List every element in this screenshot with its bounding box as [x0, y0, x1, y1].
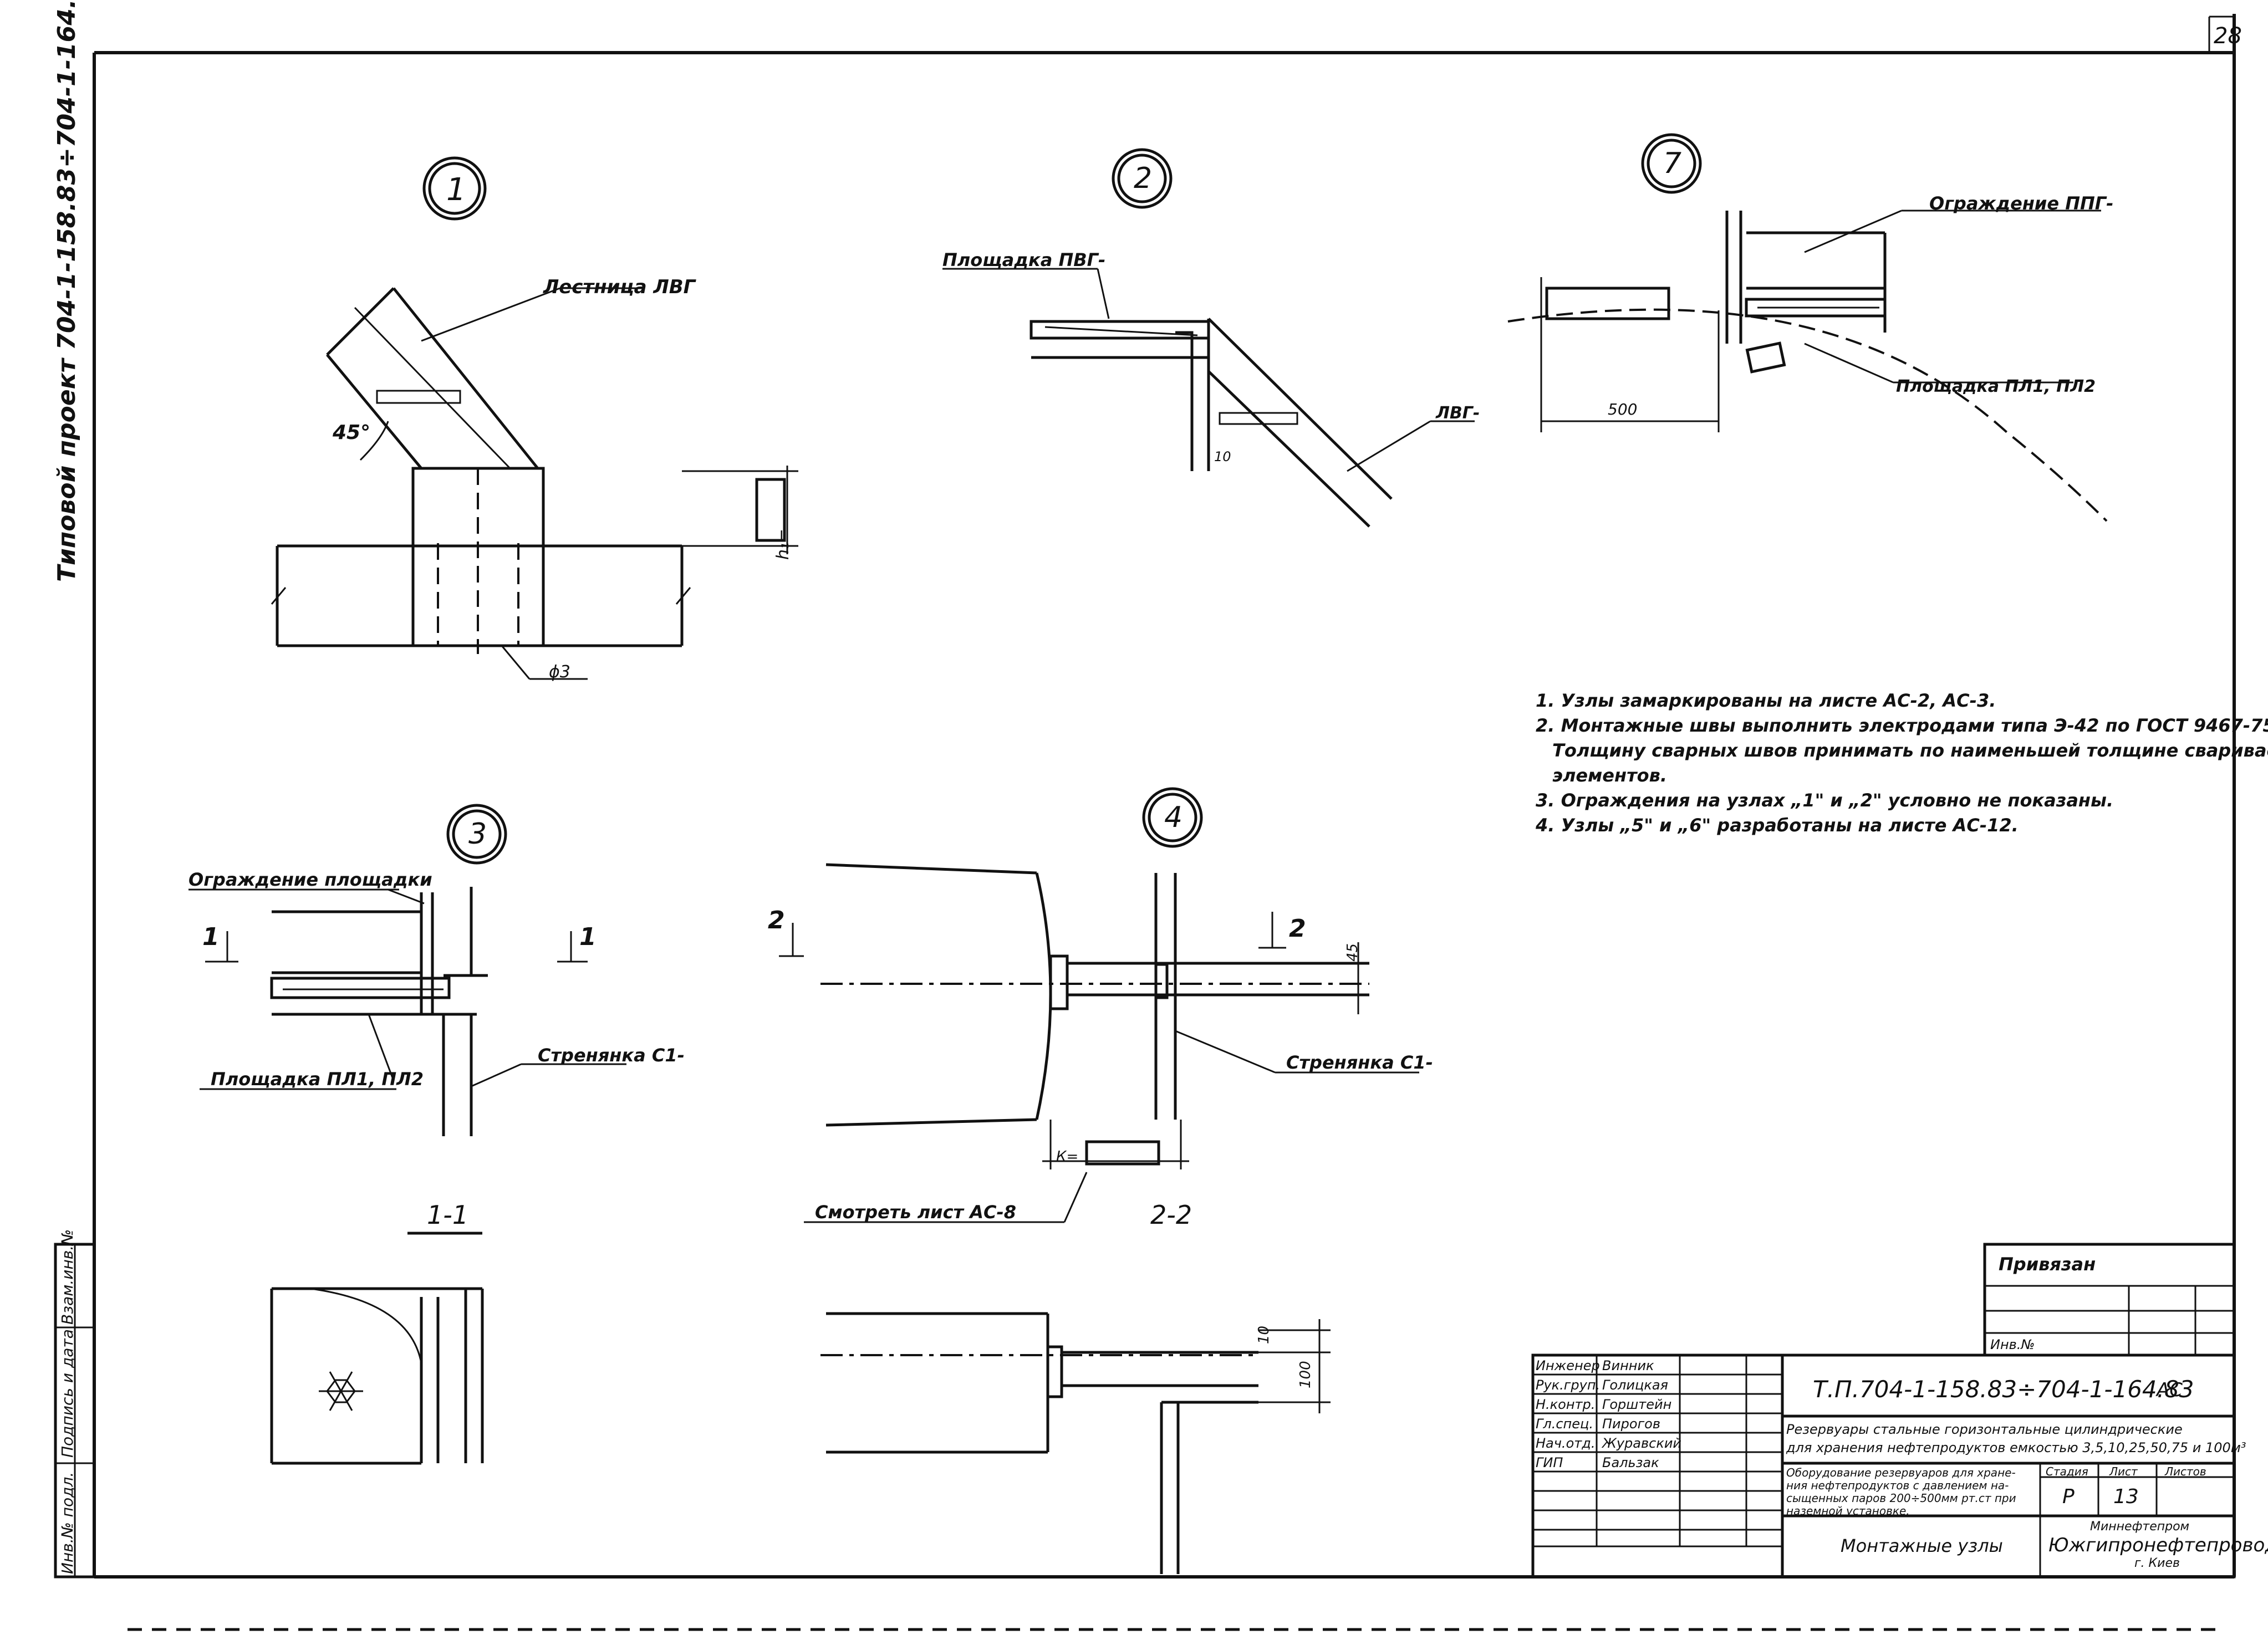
detail-4-number: 4 — [1164, 801, 1183, 834]
tb-stage: Р — [2062, 1485, 2075, 1508]
section-2-2 — [820, 1312, 1331, 1574]
detail-3-number: 3 — [468, 818, 487, 851]
section-1-1 — [270, 1232, 484, 1465]
detail-2-dim: 10 — [1214, 449, 1231, 464]
detail-3-platform-label: Площадка ПЛ1, ПЛ2 — [211, 1069, 424, 1090]
detail-4-cut-b: 2 — [1289, 915, 1306, 943]
tb-role-2: Рук.груп. — [1536, 1377, 1601, 1393]
detail-7-number: 7 — [1663, 147, 1682, 180]
tb-sheet-header: Лист — [2109, 1465, 2138, 1478]
detail-2 — [942, 148, 1475, 528]
section-2-2-dim-a: 10 — [1256, 1325, 1272, 1344]
tb-sheet: 13 — [2113, 1485, 2139, 1508]
tb-subject-2: ния нефтепродуктов с давлением на- — [1786, 1479, 2009, 1492]
detail-4-k-label: К= — [1056, 1148, 1079, 1165]
tb-privyazan: Привязан — [1999, 1254, 2096, 1275]
detail-3-stringer-label: Стренянка С1- — [538, 1045, 685, 1066]
detail-4-dim: 45 — [1344, 943, 1361, 962]
detail-4-stringer-label: Стренянка С1- — [1286, 1052, 1433, 1073]
detail-1-angle: 45° — [333, 421, 371, 444]
detail-4-see-label: Смотреть лист АС-8 — [815, 1202, 1017, 1223]
tb-object-title-1: Резервуары стальные горизонтальные цилин… — [1786, 1422, 2183, 1437]
tb-org-3: г. Киев — [2134, 1556, 2180, 1570]
tb-name-2: Голицкая — [1602, 1377, 1668, 1393]
tb-subject-3: сыщенных паров 200÷500мм рт.ст при — [1786, 1491, 2016, 1505]
section-2-2-title: 2-2 — [1150, 1200, 1192, 1230]
tb-object-title-2: для хранения нефтепродуктов емкостью 3,5… — [1786, 1440, 2246, 1455]
detail-7 — [1507, 133, 2108, 522]
note-2b: Толщину сварных швов принимать по наимен… — [1552, 740, 2268, 761]
inv-label-2: Подпись и дата — [58, 1329, 77, 1458]
note-2c: элементов. — [1552, 765, 1668, 786]
tb-role-3: Н.контр. — [1536, 1397, 1596, 1412]
note-2: 2. Монтажные швы выполнить электродами т… — [1536, 715, 2268, 736]
page-number: 28 — [2214, 23, 2242, 49]
inv-label-3: Взам.инв.№ — [58, 1229, 77, 1325]
note-3: 3. Ограждения на узлах „1" и „2" условно… — [1536, 790, 2114, 811]
title-block — [1531, 1243, 2236, 1579]
detail-1 — [271, 156, 798, 680]
section-1-1-title: 1-1 — [427, 1200, 469, 1230]
tb-subject-1: Оборудование резервуаров для хране- — [1786, 1466, 2016, 1479]
left-stamp — [54, 1243, 96, 1579]
detail-4 — [779, 787, 1419, 1223]
tb-subject-4: наземной установке. — [1786, 1504, 1910, 1518]
tb-role-1: Инженер — [1536, 1358, 1600, 1373]
detail-3-fence-label: Ограждение площадки — [188, 869, 432, 890]
detail-1-number: 1 — [446, 172, 466, 208]
tb-code: АС — [2157, 1379, 2183, 1401]
tb-sheet-name: Монтажные узлы — [1841, 1535, 2003, 1556]
detail-7-platform-label: Площадка ПЛ1, ПЛ2 — [1896, 377, 2096, 396]
tb-name-4: Пирогов — [1602, 1416, 1660, 1432]
tb-role-6: ГИП — [1536, 1455, 1563, 1470]
tb-name-5: Журавский — [1602, 1436, 1682, 1451]
detail-2-platform-label: Площадка ПВГ- — [942, 249, 1106, 270]
detail-3-cut-b: 1 — [579, 923, 597, 951]
tb-name-1: Винник — [1602, 1358, 1654, 1373]
detail-3 — [188, 804, 626, 1136]
tb-name-3: Горштейн — [1602, 1397, 1672, 1412]
note-4: 4. Узлы „5" и „6" разработаны на листе А… — [1536, 815, 2019, 836]
detail-1-dim-h: h₁= — [773, 528, 793, 560]
tb-org-2: Южгипронефтепровод — [2048, 1534, 2268, 1556]
tb-role-5: Нач.отд. — [1536, 1436, 1596, 1451]
side-project-label: Типовой проект 704-1-158.83÷704-1-164.83… — [53, 0, 81, 582]
detail-1-ladder-label: Лестница ЛВГ — [543, 276, 696, 298]
tb-name-6: Бальзак — [1602, 1455, 1659, 1470]
tb-designation: Т.П.704-1-158.83÷704-1-164.83 — [1813, 1376, 2194, 1403]
detail-7-fence-label: Ограждение ППГ- — [1929, 193, 2114, 214]
detail-2-ladder-label: ЛВГ- — [1436, 403, 1480, 423]
detail-1-diameter: ϕ3 — [549, 662, 570, 682]
inv-label-1: Инв.№ подл. — [58, 1472, 77, 1574]
detail-3-cut-a: 1 — [202, 923, 220, 951]
tb-role-4: Гл.спец. — [1536, 1416, 1593, 1432]
detail-7-dim: 500 — [1608, 400, 1638, 418]
note-1: 1. Узлы замаркированы на листе АС-2, АС-… — [1536, 690, 1996, 711]
tb-sheets-header: Листов — [2165, 1465, 2206, 1478]
tb-org-1: Миннефтепром — [2090, 1520, 2190, 1534]
detail-2-number: 2 — [1134, 162, 1153, 195]
section-2-2-dim-b: 100 — [1297, 1361, 1314, 1388]
tb-inv-no: Инв.№ — [1990, 1337, 2035, 1352]
detail-4-cut-a: 2 — [768, 906, 785, 934]
tb-stage-header: Стадия — [2046, 1465, 2088, 1478]
